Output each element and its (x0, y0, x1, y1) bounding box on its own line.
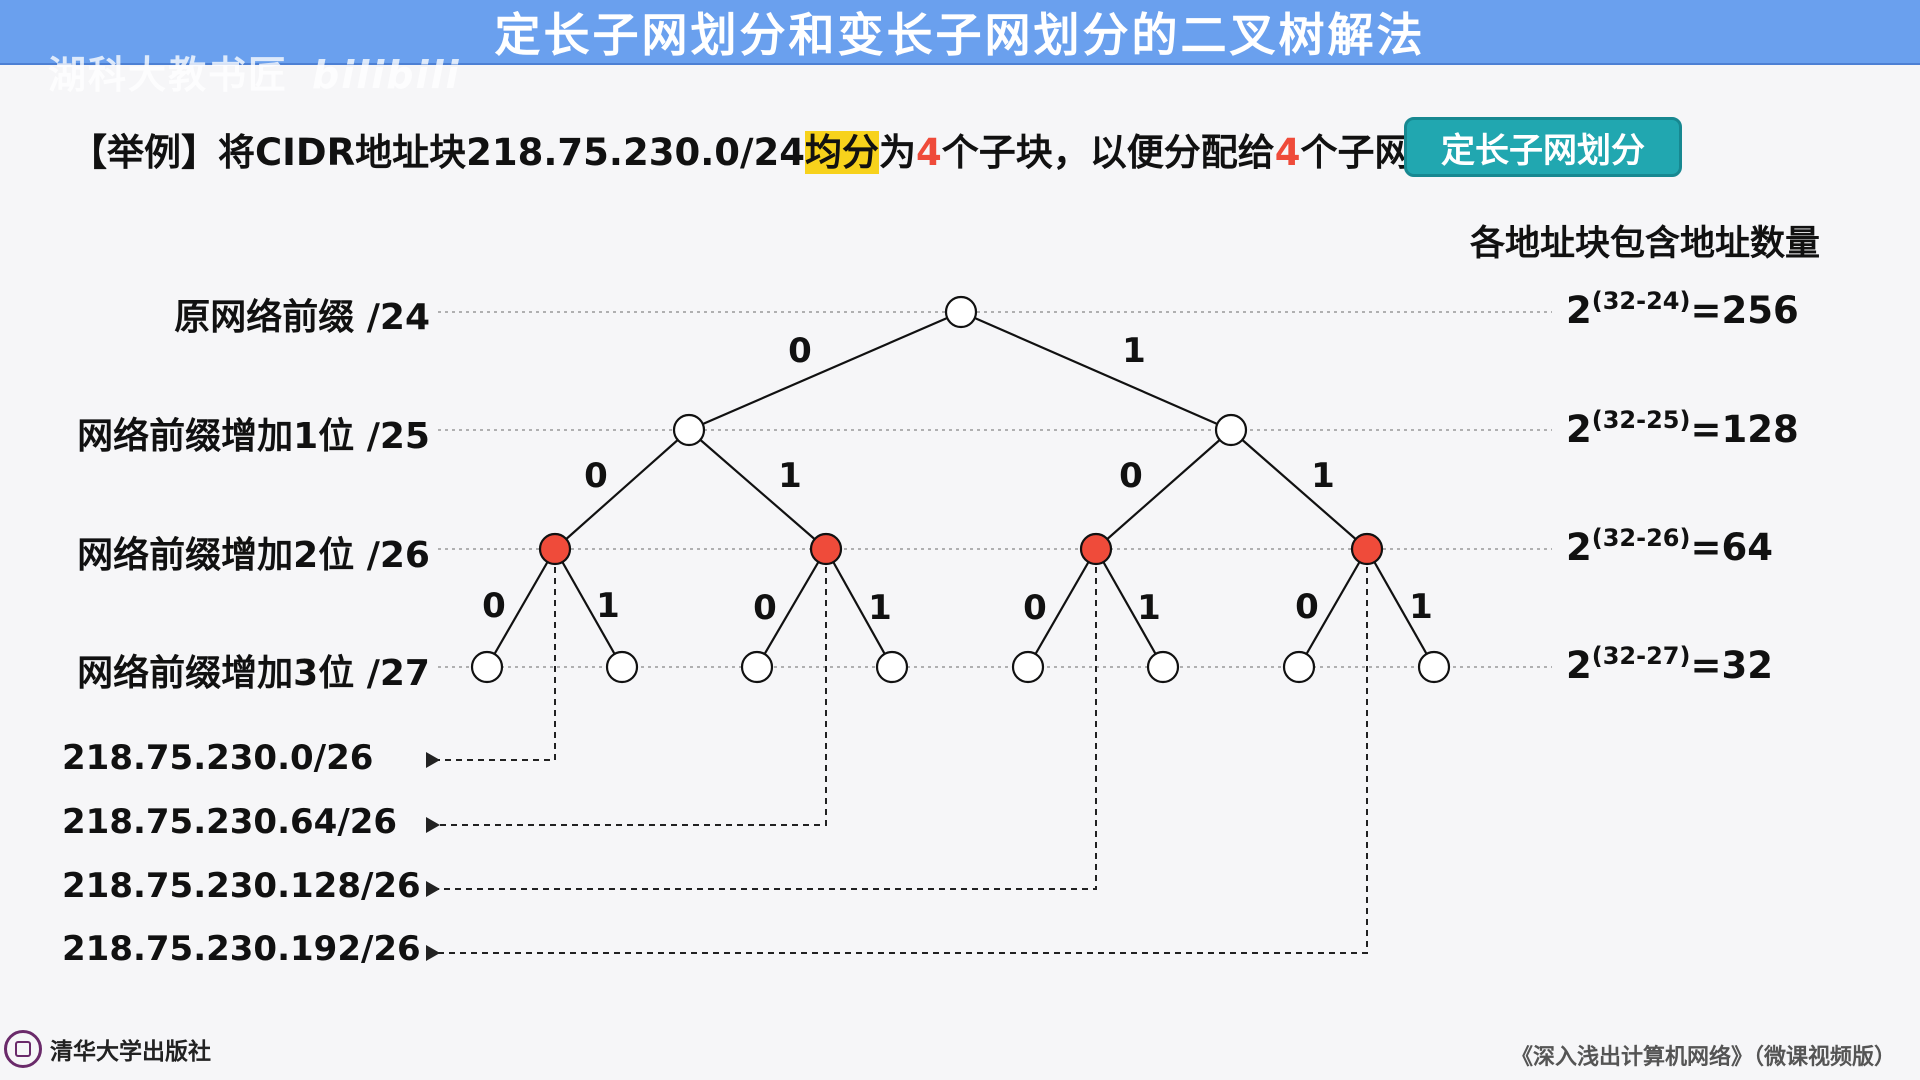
node-00-selected (538, 532, 572, 566)
address-count-26: 2(32-26)=64 (1566, 524, 1773, 569)
count-column-header: 各地址块包含地址数量 (1470, 224, 1821, 264)
node-101 (1146, 650, 1180, 684)
bit-label-10-0: 0 (1023, 588, 1047, 628)
connector-subnet-64 (426, 556, 827, 833)
node-100 (1011, 650, 1045, 684)
publisher-name: 清华大学出版社 (50, 1038, 211, 1065)
node-011 (875, 650, 909, 684)
bit-label-00-0: 0 (482, 586, 506, 626)
edge-1-11 (1230, 429, 1368, 550)
subnet-label-0: 218.75.230.0/26 (62, 738, 374, 778)
example-num2: 4 (1274, 131, 1301, 174)
edge-00-001 (554, 548, 623, 668)
node-001 (605, 650, 639, 684)
bit-label-11-1: 1 (1409, 587, 1433, 627)
level-label-26: 网络前缀增加2位 /26 (77, 535, 430, 576)
edge-10-101 (1095, 548, 1164, 668)
connector-subnet-128 (426, 556, 1097, 897)
subnet-label-64: 218.75.230.64/26 (62, 802, 398, 842)
count-exponent: (32-26) (1591, 524, 1691, 552)
node-10-selected (1079, 532, 1113, 566)
example-prefix: 【举例】将CIDR地址块218.75.230.0/24 (70, 131, 805, 174)
bit-label-root-0: 0 (788, 331, 812, 371)
bit-label-01-1: 1 (868, 588, 892, 628)
bit-label-1-1: 1 (1311, 456, 1335, 496)
bilibili-logo: bilibili (312, 53, 461, 97)
bit-label-11-0: 0 (1295, 587, 1319, 627)
connector-subnet-192 (426, 556, 1368, 961)
fixed-length-subnet-button[interactable]: 定长子网划分 (1404, 117, 1682, 177)
count-exponent: (32-27) (1591, 642, 1691, 670)
count-base: 2 (1566, 526, 1592, 569)
node-111 (1417, 650, 1451, 684)
level-label-27: 网络前缀增加3位 /27 (77, 653, 430, 694)
bit-label-0-1: 1 (778, 456, 802, 496)
edge-root-0 (688, 310, 962, 432)
node-01-selected (809, 532, 843, 566)
subnet-label-128: 218.75.230.128/26 (62, 866, 421, 906)
bit-label-00-1: 1 (596, 586, 620, 626)
node-1 (1214, 413, 1248, 447)
connector-subnet-0 (426, 556, 556, 768)
university-seal-icon (4, 1030, 42, 1068)
edge-10-100 (1027, 548, 1097, 668)
count-base: 2 (1566, 644, 1592, 687)
subnet-label-192: 218.75.230.192/26 (62, 929, 421, 969)
bit-labels: 0 1 0 1 0 1 0 1 0 1 0 1 0 1 (482, 331, 1433, 628)
bit-label-0-0: 0 (584, 456, 608, 496)
edge-0-00 (554, 429, 690, 550)
example-num1: 4 (916, 131, 942, 174)
bit-label-1-0: 0 (1119, 456, 1143, 496)
subnet-connectors (426, 556, 1368, 961)
count-value: =64 (1690, 526, 1773, 569)
count-value: =256 (1690, 289, 1799, 332)
title-bar: 定长子网划分和变长子网划分的二叉树解法 (0, 0, 1920, 65)
count-exponent: (32-25) (1591, 406, 1691, 434)
address-count-25: 2(32-25)=128 (1566, 406, 1799, 451)
edge-root-1 (960, 310, 1232, 432)
example-highlight: 均分 (805, 131, 879, 174)
bit-label-root-1: 1 (1122, 331, 1146, 371)
node-110 (1282, 650, 1316, 684)
watermark: 湖科大教书匠 bilibili (48, 44, 461, 99)
count-exponent: (32-24) (1591, 287, 1691, 315)
tree-edges (486, 310, 1435, 668)
address-count-24: 2(32-24)=256 (1566, 287, 1799, 332)
edge-01-010 (756, 548, 827, 668)
page-title: 定长子网划分和变长子网划分的二叉树解法 (494, 7, 1426, 62)
address-count-27: 2(32-27)=32 (1566, 642, 1773, 687)
count-base: 2 (1566, 289, 1592, 332)
node-root (944, 295, 978, 329)
node-010 (740, 650, 774, 684)
level-label-24: 原网络前缀 /24 (174, 297, 430, 338)
count-value: =32 (1690, 644, 1773, 687)
count-value: =128 (1690, 408, 1799, 451)
edge-0-01 (688, 429, 827, 550)
edge-1-10 (1095, 429, 1232, 550)
bit-label-10-1: 1 (1137, 588, 1161, 628)
edge-01-011 (825, 548, 893, 668)
example-mid1: 为 (879, 131, 916, 174)
publisher-logo: 清华大学出版社 (4, 1030, 211, 1068)
watermark-text: 湖科大教书匠 (48, 53, 289, 97)
edge-11-111 (1366, 548, 1435, 668)
edge-00-000 (486, 548, 556, 668)
node-11-selected (1350, 532, 1384, 566)
level-label-25: 网络前缀增加1位 /25 (77, 416, 430, 457)
node-0 (672, 413, 706, 447)
edge-11-110 (1298, 548, 1368, 668)
book-title: 《深入浅出计算机网络》（微课视频版） (1510, 1045, 1896, 1070)
tree-nodes (470, 295, 1451, 684)
bit-label-01-0: 0 (753, 588, 777, 628)
node-000 (470, 650, 504, 684)
example-sentence: 【举例】将CIDR地址块218.75.230.0/24均分为4个子块，以便分配给… (70, 122, 1449, 176)
example-mid2: 个子块，以便分配给 (941, 131, 1275, 174)
count-base: 2 (1566, 408, 1592, 451)
